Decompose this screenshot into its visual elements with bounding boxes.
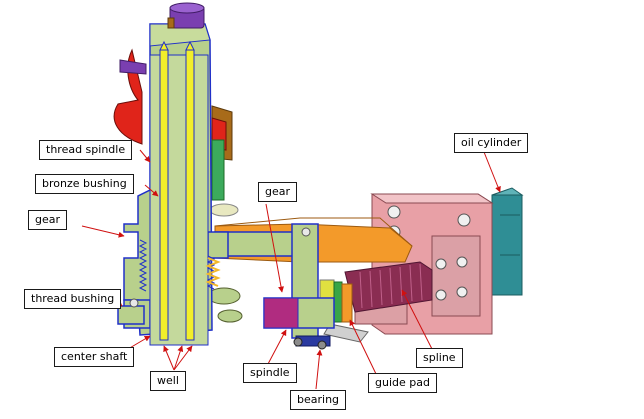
label-well: well	[150, 371, 186, 391]
label-thread-spindle: thread spindle	[39, 140, 133, 160]
thread-bushing-part	[117, 298, 145, 325]
label-thread-bushing: thread bushing	[24, 289, 122, 309]
label-bronze-bushing: bronze bushing	[35, 174, 134, 194]
label-gear-center: gear	[258, 182, 298, 202]
oil-cylinder-part	[491, 187, 524, 296]
label-spindle: spindle	[243, 363, 297, 383]
center-spindle-part	[263, 223, 335, 350]
label-spline: spline	[416, 348, 463, 368]
leader-arrows	[81, 149, 501, 390]
label-center-shaft: center shaft	[54, 347, 135, 367]
label-guide-pad: guide pad	[368, 373, 437, 393]
top-knob-part	[167, 2, 205, 29]
label-gear-left: gear	[28, 210, 68, 230]
label-oil-cylinder: oil cylinder	[454, 133, 529, 153]
yellow-rods-part	[159, 40, 195, 341]
green-side-strip-part	[207, 139, 243, 323]
label-bearing: bearing	[290, 390, 347, 410]
spline-rack-part	[344, 261, 433, 313]
